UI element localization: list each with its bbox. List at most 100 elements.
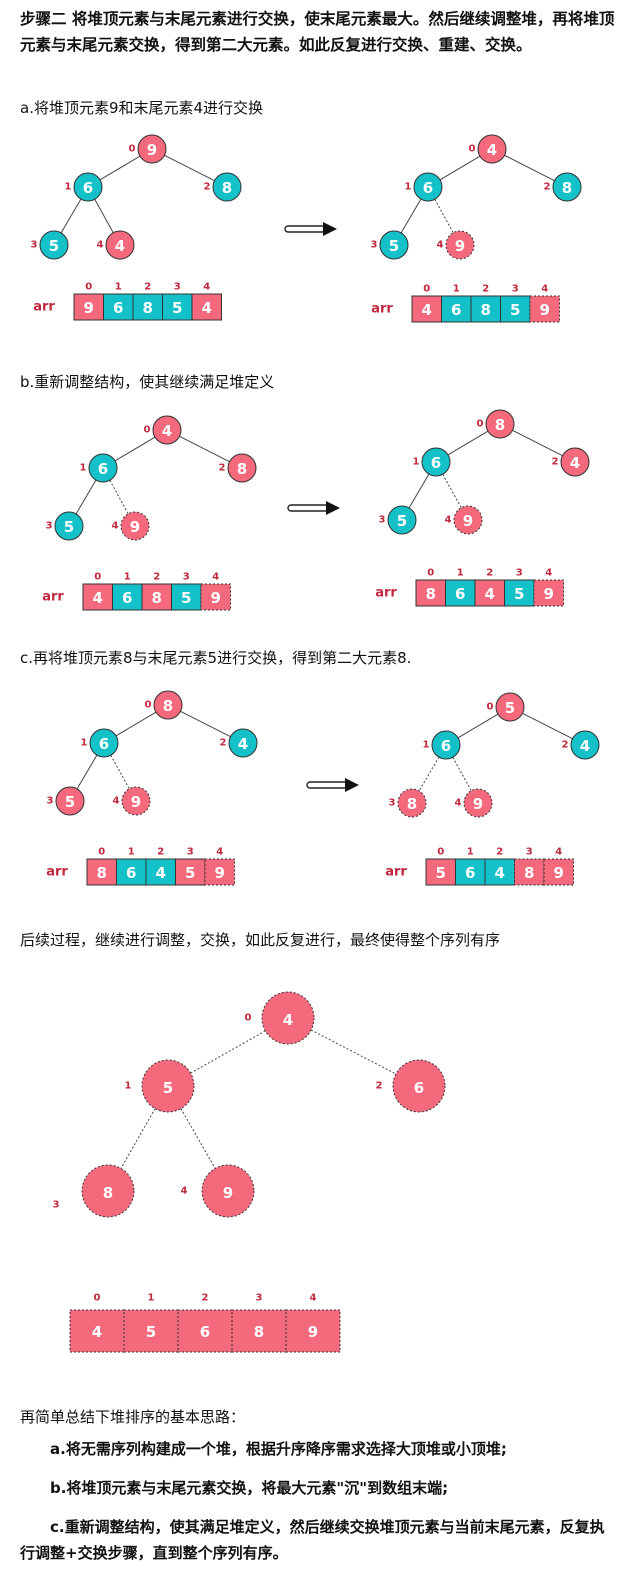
array-cell-value: 4 (422, 301, 432, 319)
tree-node (431, 730, 461, 760)
step-a-caption: a.将堆顶元素9和末尾元素4进行交换 (20, 99, 264, 117)
tree-edge (76, 754, 98, 790)
array-cell-value: 9 (211, 589, 221, 607)
array-cell-index: 4 (555, 847, 562, 858)
tree-node-value: 5 (389, 237, 399, 255)
tree-node-value: 9 (463, 512, 473, 530)
array-cell-index: 0 (94, 572, 101, 583)
tree-node (89, 728, 119, 758)
tree-node (201, 1164, 255, 1218)
step-c-caption: c.再将堆顶元素8与末尾元素5进行交换，得到第二大元素8. (20, 649, 412, 667)
array-cell-value: 9 (84, 299, 94, 317)
tree-node-index: 3 (389, 798, 396, 809)
array-cell (116, 858, 147, 886)
tree-node (387, 505, 417, 535)
tree-node (120, 511, 150, 541)
array-cell-index: 2 (496, 847, 503, 858)
array-cell (73, 293, 104, 321)
tree-node-index: 2 (562, 740, 569, 751)
array-cell-index: 1 (467, 847, 474, 858)
array-cell-index: 1 (128, 847, 135, 858)
array-cell-value: 5 (436, 864, 446, 882)
array-cell (171, 583, 202, 611)
tree-node-index: 2 (219, 463, 226, 474)
array-cell (69, 1309, 125, 1353)
tree-node-index: 3 (371, 240, 378, 251)
tree-edge (418, 756, 440, 792)
tree-node-value: 5 (64, 518, 74, 536)
tree-node-index: 1 (413, 457, 420, 468)
array-cell-index: 0 (437, 847, 444, 858)
array-cell-index: 3 (256, 1293, 263, 1304)
tree-edge (522, 712, 573, 740)
arrow-shaft (287, 504, 329, 512)
tree-node (392, 1059, 446, 1113)
array-cell-value: 5 (514, 585, 524, 603)
array-cell-value: 4 (92, 1323, 102, 1341)
tree-node-value: 5 (505, 699, 515, 717)
tree-node-index: 2 (544, 182, 551, 193)
tree-node (212, 172, 242, 202)
arr-label: arr (371, 302, 393, 317)
tree-edge (447, 430, 489, 456)
tree-edge (60, 198, 82, 234)
array-cell-index: 3 (512, 284, 519, 295)
array-cell-index: 0 (98, 847, 105, 858)
array-cell (455, 858, 486, 886)
tree-node-value: 6 (423, 179, 433, 197)
tree-node (421, 447, 451, 477)
array-cell-value: 5 (172, 299, 182, 317)
array-cell (112, 583, 143, 611)
arr-label: arr (33, 300, 55, 315)
tree-edge (120, 1108, 156, 1169)
tree-node (570, 730, 600, 760)
tree-node (397, 788, 427, 818)
tree-node-value: 8 (222, 179, 232, 197)
tree-node (413, 172, 443, 202)
array-cell (204, 858, 235, 886)
tree-edge (439, 155, 481, 181)
array-cell-value: 8 (97, 864, 107, 882)
array-cell-index: 2 (144, 282, 151, 293)
array-cell-value: 4 (202, 299, 212, 317)
step-b-caption: b.重新调整结构，使其继续满足堆定义 (20, 373, 275, 391)
summary-item-a: a.将无需序列构建成一个堆，根据升序降序需求选择大顶堆或小顶堆; (50, 1440, 507, 1458)
summary-item-b: b.将堆顶元素与末尾元素交换，将最大元素"沉"到数组末端; (50, 1479, 449, 1497)
tree-node-value: 6 (414, 1079, 424, 1097)
summary-item-c: c.重新调整结构，使其满足堆定义，然后继续交换堆顶元素与当前末尾元素，反复执行调… (20, 1518, 605, 1562)
tree-node-index: 2 (204, 182, 211, 193)
array-cell-index: 0 (427, 568, 434, 579)
array-cell-value: 6 (122, 589, 132, 607)
tree-node (137, 134, 167, 164)
array-cell-value: 5 (181, 589, 191, 607)
array-cell-index: 2 (482, 284, 489, 295)
tree-node-index: 0 (144, 425, 151, 436)
tree-edge (110, 755, 130, 789)
array-cell (132, 293, 163, 321)
tree-node (228, 728, 258, 758)
tree-edge (512, 429, 563, 457)
array-cell-index: 3 (183, 572, 190, 583)
array-cell-value: 8 (524, 864, 534, 882)
tree-node-index: 1 (125, 1081, 132, 1092)
array-cell-value: 6 (465, 864, 475, 882)
tree-node-value: 5 (49, 237, 59, 255)
arrow-head (345, 778, 359, 792)
tree-node-value: 4 (238, 735, 248, 753)
array-cell-index: 1 (124, 572, 131, 583)
array-cell-value: 5 (510, 301, 520, 319)
tree-node-index: 0 (245, 1013, 252, 1024)
tree-node-index: 3 (46, 521, 53, 532)
tree-node-index: 4 (455, 798, 462, 809)
tree-node-index: 4 (113, 796, 120, 807)
array-cell (145, 858, 176, 886)
array-cell-index: 1 (115, 282, 122, 293)
